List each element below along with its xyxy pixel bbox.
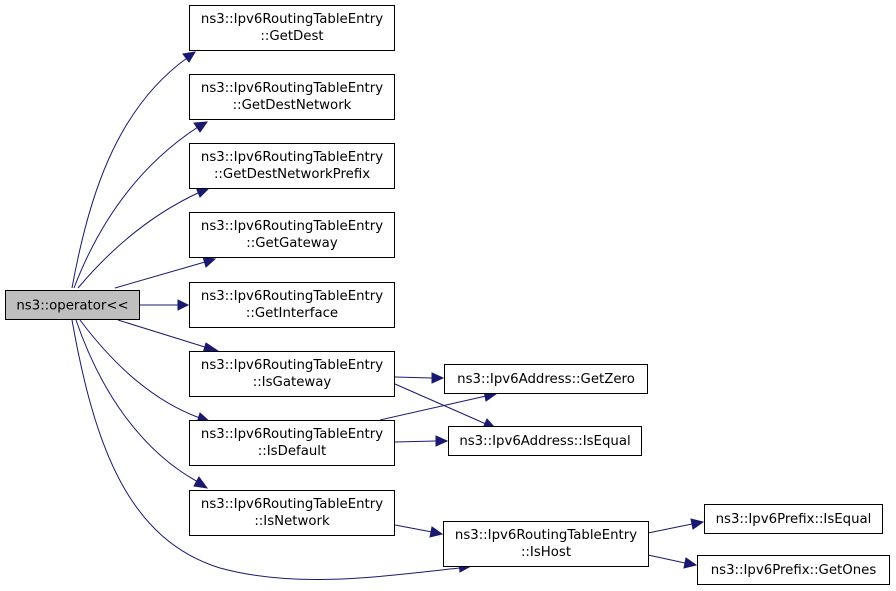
- arrowhead: [429, 526, 444, 538]
- node-get-gateway[interactable]: ns3::Ipv6RoutingTableEntry ::GetGateway: [189, 212, 395, 258]
- edge-is-gateway-get-zero: [394, 376, 433, 379]
- node-label-line2: ::IsDefault: [258, 444, 326, 459]
- edge-root-get-dest-network: [73, 126, 199, 289]
- arrowhead: [690, 518, 705, 530]
- arrowhead: [435, 435, 449, 447]
- edge-root-is-default: [79, 319, 201, 419]
- node-label: ns3::Ipv6Prefix::GetOnes: [711, 563, 877, 578]
- node-label-line2: ::IsHost: [521, 545, 571, 560]
- node-is-gateway[interactable]: ns3::Ipv6RoutingTableEntry ::IsGateway: [189, 351, 395, 397]
- edge-root-get-gateway: [114, 261, 206, 289]
- edge-is-default-is-equal: [394, 440, 437, 443]
- node-label-line1: ns3::Ipv6RoutingTableEntry: [201, 150, 383, 165]
- node-label-line2: ::GetDestNetwork: [233, 98, 352, 113]
- edge-is-default-get-zero: [379, 395, 487, 421]
- node-label-line1: ns3::Ipv6RoutingTableEntry: [201, 12, 383, 27]
- call-edges: [71, 51, 705, 581]
- arrowhead: [193, 121, 209, 133]
- edge-is-host-prefix-is-equal: [647, 523, 693, 534]
- arrowhead: [193, 476, 209, 489]
- edge-root-is-host: [71, 319, 461, 581]
- node-label-line2: ::GetGateway: [246, 236, 338, 251]
- node-label-line1: ns3::Ipv6RoutingTableEntry: [201, 81, 383, 96]
- node-get-dest-network-prefix[interactable]: ns3::Ipv6RoutingTableEntry ::GetDestNetw…: [189, 143, 395, 189]
- edge-root-get-dest: [71, 57, 188, 289]
- node-ipv6prefix-is-equal[interactable]: ns3::Ipv6Prefix::IsEqual: [704, 504, 883, 534]
- node-label-line1: ns3::Ipv6RoutingTableEntry: [201, 358, 383, 373]
- node-label-line1: ns3::Ipv6RoutingTableEntry: [201, 289, 383, 304]
- arrowhead: [431, 372, 445, 384]
- node-label: ns3::Ipv6Address::IsEqual: [459, 434, 630, 449]
- node-label-line1: ns3::Ipv6RoutingTableEntry: [201, 497, 383, 512]
- node-label: ns3::operator<<: [16, 299, 128, 314]
- node-label-line2: ::IsNetwork: [254, 514, 330, 529]
- edge-is-gateway-is-equal: [394, 383, 487, 425]
- edge-root-get-dest-network-prefix: [77, 191, 201, 289]
- edge-is-network-is-host: [394, 524, 433, 533]
- node-label: ns3::Ipv6Prefix::IsEqual: [716, 512, 872, 527]
- node-ipv6prefix-get-ones[interactable]: ns3::Ipv6Prefix::GetOnes: [697, 555, 890, 585]
- node-label-line2: ::IsGateway: [253, 375, 332, 390]
- edge-root-is-network: [75, 319, 199, 483]
- node-label-line1: ns3::Ipv6RoutingTableEntry: [455, 528, 637, 543]
- node-is-default[interactable]: ns3::Ipv6RoutingTableEntry ::IsDefault: [189, 420, 395, 466]
- node-label: ns3::Ipv6Address::GetZero: [457, 372, 635, 387]
- arrowhead: [202, 256, 217, 268]
- arrowhead: [177, 299, 190, 311]
- node-ipv6address-is-equal[interactable]: ns3::Ipv6Address::IsEqual: [448, 426, 642, 456]
- node-root[interactable]: ns3::operator<<: [5, 290, 140, 320]
- node-label-line1: ns3::Ipv6RoutingTableEntry: [201, 219, 383, 234]
- node-is-host[interactable]: ns3::Ipv6RoutingTableEntry ::IsHost: [443, 521, 649, 567]
- arrowhead: [683, 557, 698, 569]
- node-ipv6address-get-zero[interactable]: ns3::Ipv6Address::GetZero: [444, 364, 648, 394]
- node-is-network[interactable]: ns3::Ipv6RoutingTableEntry ::IsNetwork: [189, 490, 395, 536]
- arrowhead: [182, 51, 196, 63]
- node-label-line2: ::GetInterface: [246, 306, 338, 321]
- node-label-line2: ::GetDest: [260, 29, 323, 44]
- node-get-dest-network[interactable]: ns3::Ipv6RoutingTableEntry ::GetDestNetw…: [189, 74, 395, 120]
- node-get-dest[interactable]: ns3::Ipv6RoutingTableEntry ::GetDest: [189, 5, 395, 51]
- node-label-line1: ns3::Ipv6RoutingTableEntry: [201, 427, 383, 442]
- edge-is-host-prefix-get-ones: [647, 554, 686, 564]
- edge-root-is-gateway: [117, 319, 209, 349]
- node-get-interface[interactable]: ns3::Ipv6RoutingTableEntry ::GetInterfac…: [189, 282, 395, 328]
- node-label-line2: ::GetDestNetworkPrefix: [214, 167, 370, 182]
